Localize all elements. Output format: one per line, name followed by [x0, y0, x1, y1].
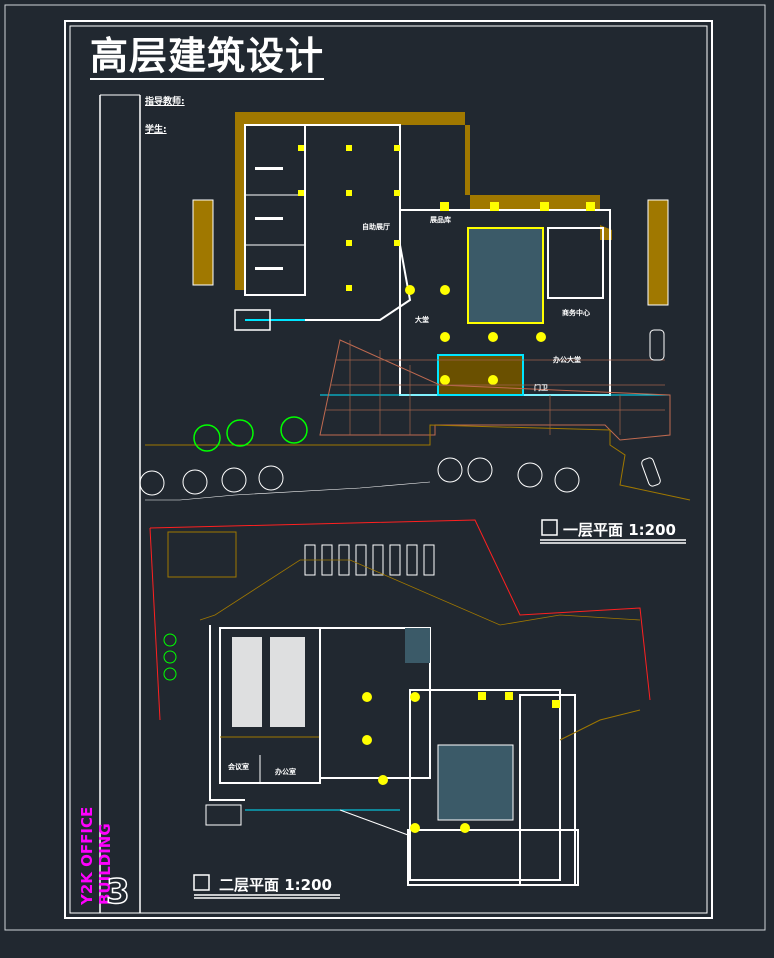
first-floor-plan-title: 一层平面 1:200 [563, 521, 676, 539]
sheet-number: 3 [105, 871, 130, 913]
room-label: 自助展厅 [362, 223, 390, 231]
room-label: 办公大堂 [553, 356, 581, 364]
room-label: 大堂 [415, 316, 429, 324]
room-label: 办公室 [275, 768, 296, 776]
room-label: 会议室 [228, 763, 249, 771]
second-floor-plan-title: 二层平面 1:200 [219, 876, 332, 894]
outer-frame [4, 4, 766, 931]
inner-frame [64, 20, 713, 919]
room-label: 门卫 [534, 384, 548, 392]
second-floor-plan [149, 519, 651, 886]
room-label: 展品库 [430, 216, 451, 224]
room-label: 商务中心 [562, 309, 590, 317]
page-title: 高层建筑设计 [90, 34, 325, 80]
advisor-label: 指导教师: [145, 97, 185, 107]
first-floor-plan [139, 112, 691, 501]
student-label: 学生: [145, 125, 167, 135]
